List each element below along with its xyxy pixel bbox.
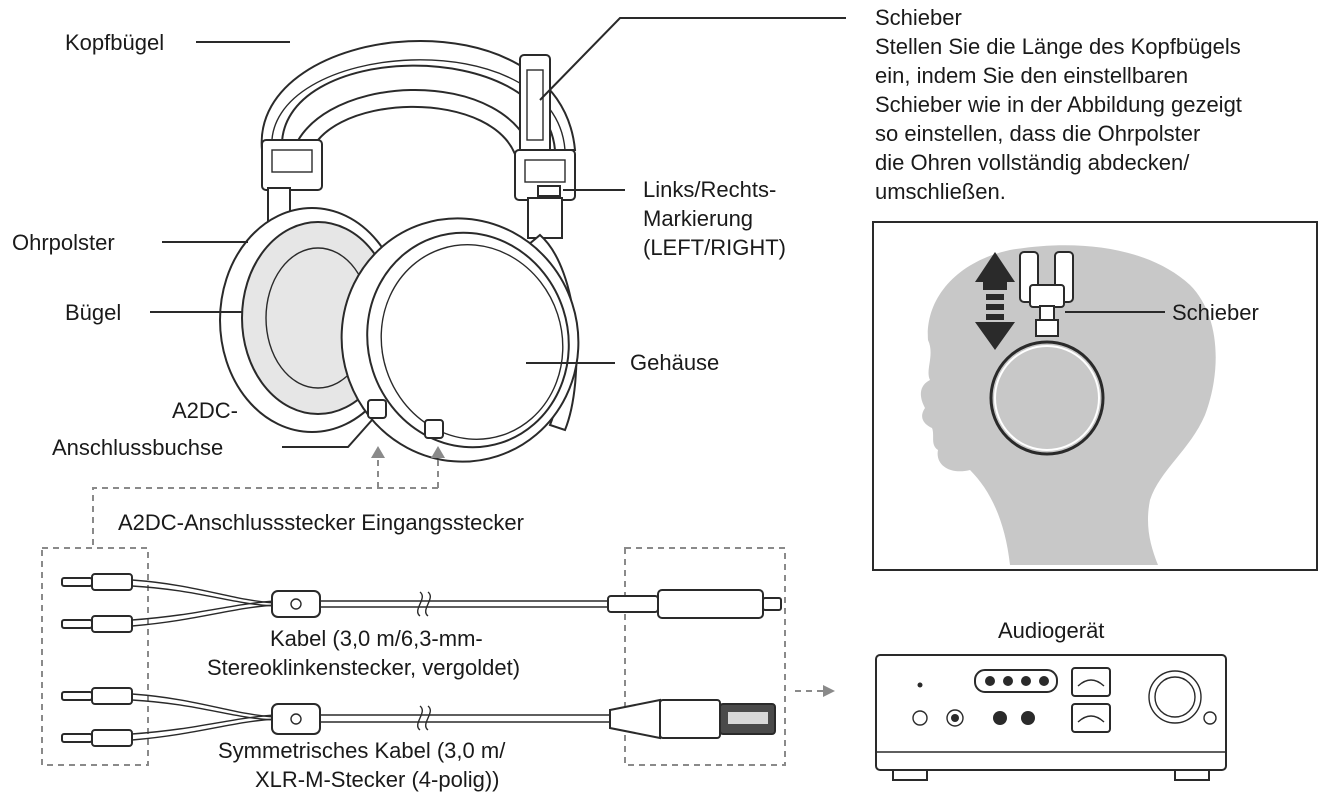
- input-plugs-box: [624, 547, 786, 766]
- part-labels: Kopfbügel Ohrpolster Bügel A2DC- Anschlu…: [12, 5, 962, 460]
- leader-lines: [150, 17, 846, 448]
- instructions: Stellen Sie die Länge des Kopfbügels ein…: [875, 34, 1242, 204]
- label-kabel1-2: Stereoklinkenstecker, vergoldet): [207, 655, 520, 680]
- slider-inset: Schieber: [872, 221, 1318, 571]
- instruction-line: Schieber wie in der Abbildung gezeigt: [875, 92, 1242, 117]
- label-lr-2: Markierung: [643, 206, 753, 231]
- audio-device: [875, 654, 1227, 781]
- adjust-arrow: [975, 252, 1015, 350]
- label-kabel1-1: Kabel (3,0 m/6,3-mm-: [270, 626, 483, 651]
- instruction-line: ein, indem Sie den einstellbaren: [875, 63, 1188, 88]
- instruction-line: die Ohren vollständig abdecken/: [875, 150, 1190, 175]
- label-buegel: Bügel: [65, 300, 121, 325]
- jack-arrows: [92, 446, 445, 545]
- label-kabel2-2: XLR-M-Stecker (4-polig)): [255, 767, 500, 792]
- label-lr-3: (LEFT/RIGHT): [643, 235, 786, 260]
- instruction-line: umschließen.: [875, 179, 1006, 204]
- label-kopfbuegel: Kopfbügel: [65, 30, 164, 55]
- label-gehaeuse: Gehäuse: [630, 350, 719, 375]
- label-a2dc-buchse-1: A2DC-: [172, 398, 238, 423]
- label-stecker-header: A2DC-Anschlussstecker Eingangsstecker: [118, 510, 524, 535]
- cable-6-3mm: [61, 573, 782, 633]
- instruction-line: so einstellen, dass die Ohrpolster: [875, 121, 1200, 146]
- instruction-line: Stellen Sie die Länge des Kopfbügels: [875, 34, 1241, 59]
- label-a2dc-buchse-2: Anschlussbuchse: [52, 435, 223, 460]
- label-lr-1: Links/Rechts-: [643, 177, 776, 202]
- device-arrow: [795, 685, 835, 697]
- label-schieber: Schieber: [875, 5, 962, 30]
- headphones-illustration: [219, 39, 580, 463]
- a2dc-plugs-box: [41, 547, 149, 766]
- label-ohrpolster: Ohrpolster: [12, 230, 115, 255]
- inset-label-schieber: Schieber: [1172, 300, 1259, 325]
- label-audiogeraet: Audiogerät: [998, 618, 1104, 643]
- cable-xlr: [61, 687, 776, 747]
- label-kabel2-1: Symmetrisches Kabel (3,0 m/: [218, 738, 506, 763]
